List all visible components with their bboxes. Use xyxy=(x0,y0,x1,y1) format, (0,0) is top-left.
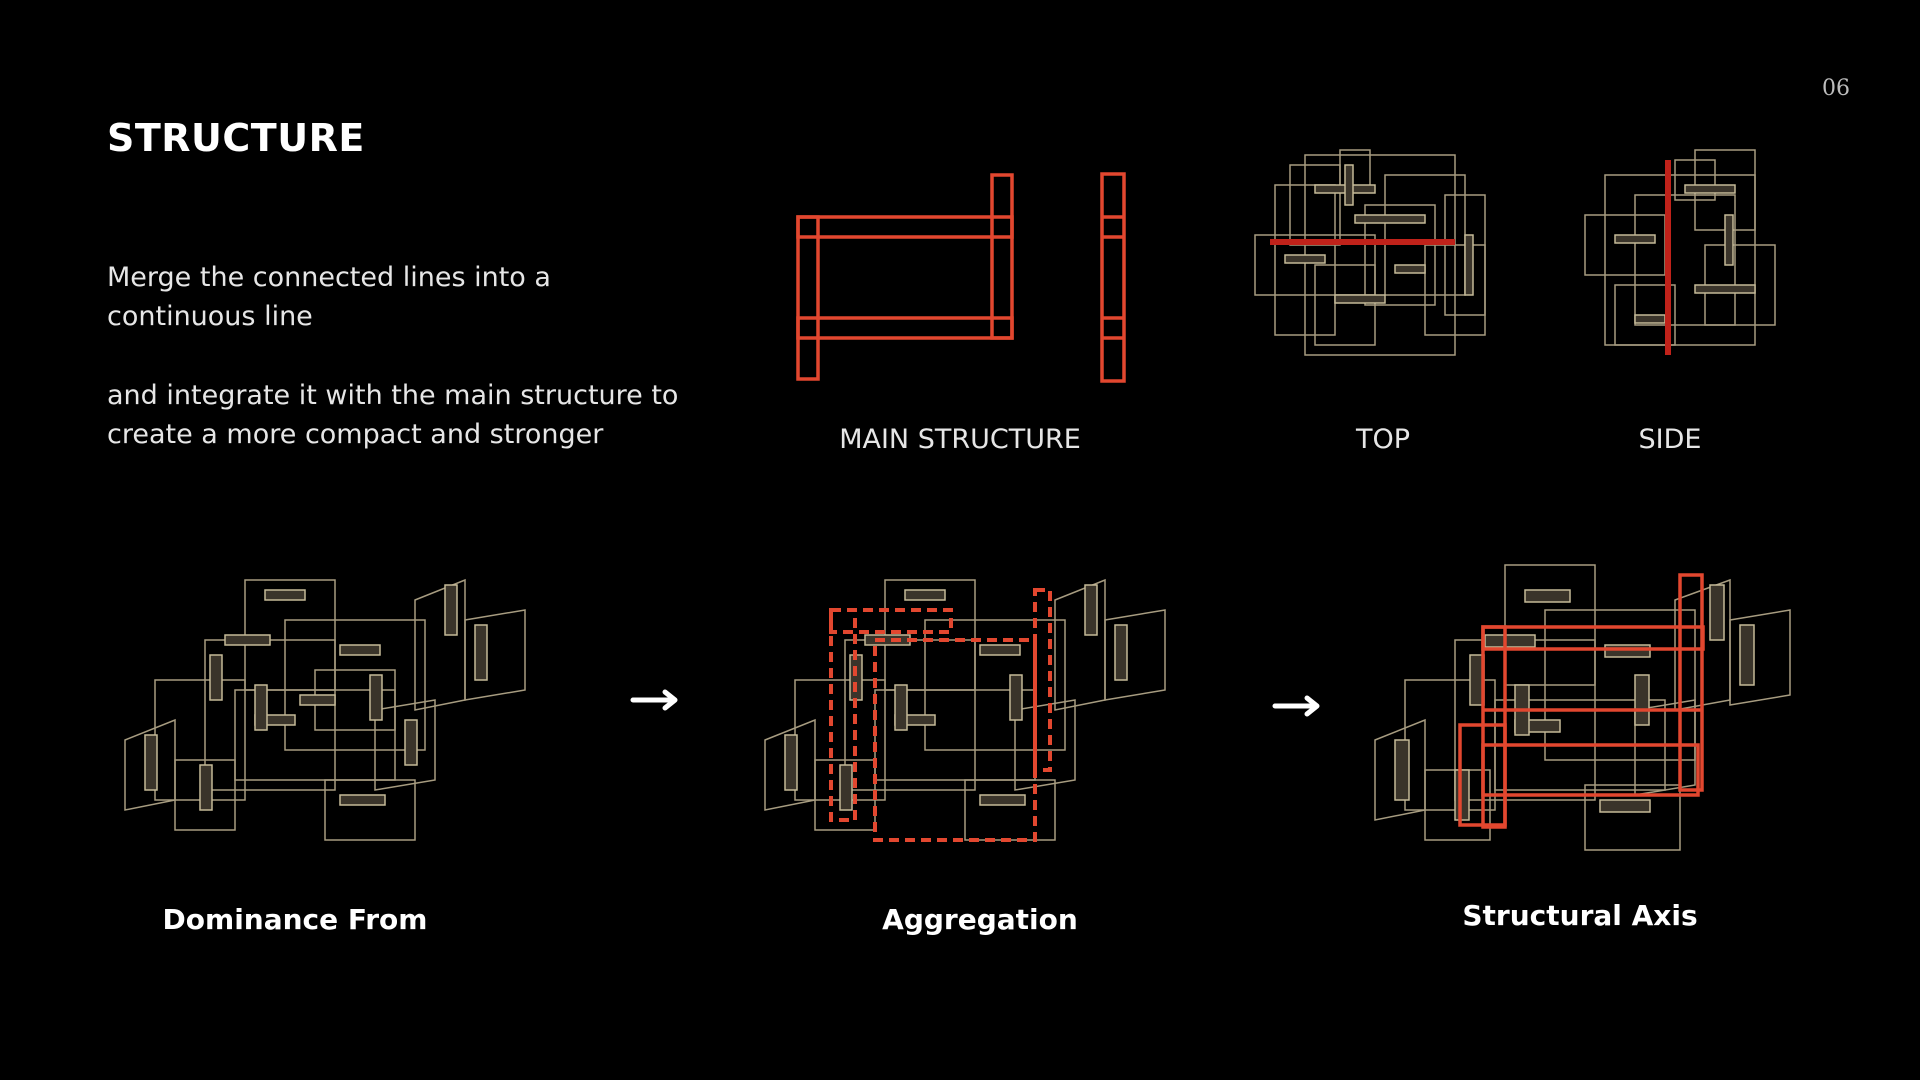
caption-structural-axis: Structural Axis xyxy=(1462,899,1698,932)
arrow-right-icon xyxy=(1272,695,1320,717)
description-paragraph-1: Merge the connected lines into a continu… xyxy=(107,262,551,332)
aggregation-diagram xyxy=(764,578,1166,842)
side-view-diagram xyxy=(1584,149,1776,355)
arrow-right-icon xyxy=(630,689,678,711)
structural-axis-diagram xyxy=(1374,564,1791,851)
caption-dominance-from: Dominance From xyxy=(162,903,428,936)
caption-top: TOP xyxy=(1355,424,1411,455)
main-structure-diagram xyxy=(796,172,1126,383)
caption-main-structure: MAIN STRUCTURE xyxy=(839,424,1081,455)
top-view-diagram xyxy=(1254,149,1486,356)
page-title: STRUCTURE xyxy=(107,116,365,160)
caption-side: SIDE xyxy=(1638,424,1702,455)
dominance-form-diagram xyxy=(124,578,526,841)
description-paragraph-2: and integrate it with the main structure… xyxy=(107,380,679,450)
caption-aggregation: Aggregation xyxy=(882,903,1078,936)
page-number: 06 xyxy=(1822,76,1850,101)
